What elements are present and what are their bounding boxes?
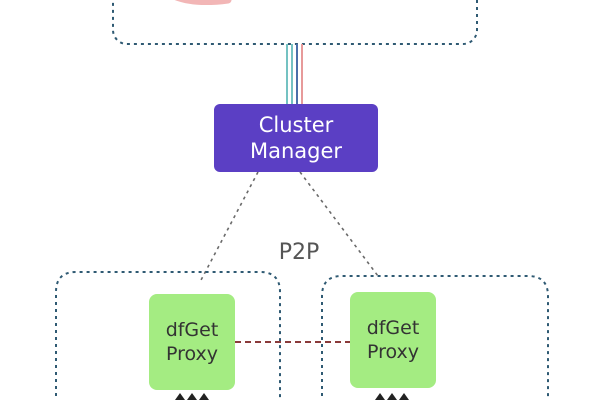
p2p-label: P2P [278, 240, 320, 265]
right-cluster-container [321, 275, 549, 400]
dfget-proxy-right: dfGet Proxy [350, 292, 436, 388]
right-proxy-arrows [375, 393, 409, 400]
cluster-manager-line1: Cluster [258, 113, 334, 137]
left-cluster-container [55, 271, 281, 400]
proxy-left-line2: Proxy [165, 343, 219, 365]
dfget-proxy-left: dfGet Proxy [149, 294, 235, 390]
manager-to-left-line [199, 171, 259, 283]
cluster-manager-node: Cluster Manager [214, 104, 378, 172]
top-cluster-container [112, 0, 478, 45]
proxy-right-line1: dfGet [366, 317, 420, 339]
top-pink-shape [174, 0, 232, 5]
cluster-manager-line2: Manager [249, 139, 343, 163]
proxy-left-line1: dfGet [165, 319, 219, 341]
manager-to-right-line [299, 171, 379, 277]
left-proxy-arrows [175, 393, 209, 400]
proxy-right-line2: Proxy [366, 341, 420, 363]
